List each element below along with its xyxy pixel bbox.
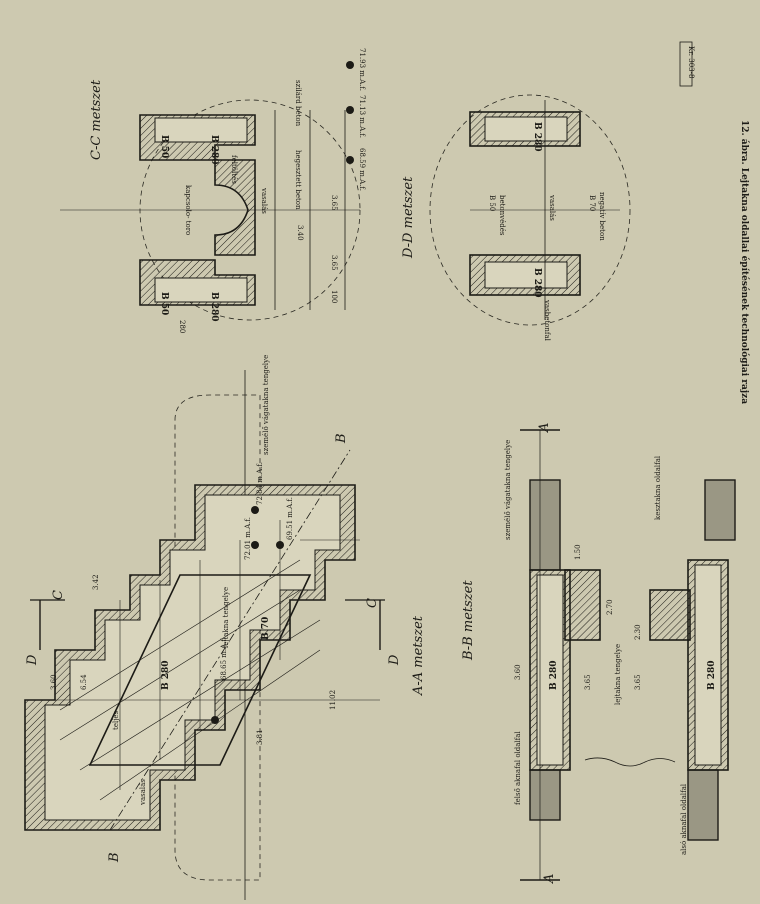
aa-mark-b-left: B [107, 852, 122, 863]
aa-b70: B 70 [261, 617, 271, 640]
aa-cut-b-line [109, 449, 351, 831]
aa-elevation-marker-2 [251, 541, 259, 549]
aa-section-title: A-A metszet [411, 615, 426, 696]
cc-section-title: C-C metszet [89, 79, 104, 160]
bb-rock-bottom [704, 479, 736, 541]
dd-vasbetonfal: vasbetonfal [543, 299, 551, 342]
aa-lejtakna-outline [88, 574, 312, 766]
aa-rebar-grid [59, 520, 321, 801]
cc-upper-block [154, 117, 248, 143]
aa-dim-381: 3.81 [256, 729, 264, 745]
cc-elevation-1: 71.93 m.A.f. [358, 48, 366, 91]
aa-elevation-marker-4 [211, 716, 219, 724]
section-aa: A-A metszet C C D D B B B 280 B 70 vasal… [24, 355, 426, 900]
cc-b280-upper: B 280 [209, 135, 219, 165]
aa-mark-c-right: C [365, 598, 380, 608]
bb-dim-365-a: 3.65 [584, 674, 592, 690]
bb-dim-365-b: 3.65 [634, 674, 642, 690]
dd-b50: B 50 [488, 195, 496, 211]
cc-dim-365-a: 3.65 [330, 195, 338, 211]
aa-dim-1102: 11.02 [329, 690, 337, 710]
cc-label-vasalas: vasalás [260, 187, 268, 214]
aa-elevation-2: 72.01 m.A.f. [244, 517, 252, 560]
aa-elevation-1: 72.84 m.A.f. [256, 462, 264, 505]
stamp-box [679, 41, 693, 87]
cc-elevation-marker-3 [346, 156, 354, 164]
bb-cross-lower [649, 589, 691, 641]
aa-label-szemelo: személő vágatakna tengelye [261, 355, 270, 455]
cc-b50-upper: B 50 [159, 135, 169, 158]
aa-elevation-3: 69.51 m.A.f. [286, 497, 294, 540]
bb-label-also: alsó aknafal oldalfal [680, 783, 688, 855]
aa-label-lejtakna: lejtakna tengelye [222, 587, 230, 648]
bb-mark-a-top: A [537, 423, 552, 433]
section-cc: B 280 B 280 B 50 B 50 C-C metszet szilár… [60, 48, 366, 333]
cc-dim-365-b: 3.65 [330, 255, 338, 271]
aa-dim-654: 6.54 [80, 674, 88, 690]
dd-lower-block [484, 261, 568, 289]
bb-cross-upper [564, 569, 601, 641]
bb-label-felso: felső aknafal oldalfal [513, 731, 522, 805]
bb-label-szemelo: személő vágatakna tengelye [503, 440, 512, 540]
bb-rock-top [529, 479, 561, 571]
cc-dim-100: 100 [330, 290, 338, 303]
cc-elevation-2: 71.13 m.A.f. [358, 95, 366, 138]
aa-mark-b-right: B [334, 433, 349, 444]
aa-b280: B 280 [161, 660, 171, 690]
cc-b50-lower: B 50 [159, 292, 169, 315]
aa-mark-d-right: D [387, 654, 402, 666]
aa-mark-d-left: D [25, 654, 40, 666]
aa-dim-342: 3.42 [92, 574, 100, 590]
bb-ground-line [584, 757, 676, 767]
dd-b280-upper: B 280 [532, 122, 542, 152]
bb-rock-top-end [529, 769, 561, 821]
bb-dim-270: 2.70 [606, 599, 614, 615]
bb-wall-upper-core [536, 574, 564, 766]
cc-elevation-marker-2 [346, 61, 354, 69]
dd-upper-block [484, 116, 568, 142]
cc-label-feltoltes: feltöltés [230, 155, 238, 184]
bb-b280-lower: B 280 [707, 660, 717, 690]
dd-negativ-beton: negatív beton [598, 192, 606, 241]
cc-label-szilard-beton: szilárd beton [294, 80, 302, 127]
aa-elevation-marker-1 [251, 506, 259, 514]
aa-dim-360: 3.60 [50, 674, 58, 690]
aa-elevation-marker-3 [276, 541, 284, 549]
cc-arch [214, 159, 256, 256]
aa-mark-c-left: C [51, 590, 66, 600]
dd-section-title: D-D metszet [401, 176, 416, 259]
aa-label-teljes: teljes [112, 710, 120, 730]
figure-caption: 12. ábra. Lejtakna oldallai építésének t… [739, 120, 750, 404]
cc-elevation-3: 68.59 m.A.f. [358, 148, 366, 191]
dd-vasalas: vasalás [548, 194, 556, 221]
aa-elevation-4: 68.65 m.A.f. [220, 637, 228, 680]
bb-section-title: B-B metszet [461, 580, 476, 661]
bb-label-kesztakna: kesztakna oldalfal [654, 455, 662, 520]
section-bb: A A B-B metszet B 280 B 280 személő vága… [461, 423, 736, 884]
dd-b280-lower: B 280 [532, 268, 542, 298]
bb-wall-lower-core [694, 564, 722, 766]
bb-label-lejtakna: lejtakna tengelye [614, 644, 622, 705]
dd-betonvedes: betonvédés [498, 195, 506, 236]
figure-stamp: Kr. 303-8 [687, 46, 695, 78]
section-dd: B 280 B 280 B 50 B 70 betonvédés negatív… [401, 94, 631, 342]
bb-dim-230: 2.30 [634, 624, 642, 640]
bb-dim-360: 3.60 [514, 664, 522, 680]
bb-dim-150: 1.50 [574, 544, 582, 560]
cc-elevation-marker-1 [346, 106, 354, 114]
cc-lower-block [154, 277, 248, 303]
cc-label-hegesztett-beton: hegesztett beton [294, 150, 302, 210]
cc-b280-lower: B 280 [209, 292, 219, 322]
cc-label-kapcsolo-toro: kapcsolo- toro [184, 185, 192, 235]
dd-b70: B 70 [588, 195, 596, 211]
bb-b280-upper: B 280 [549, 660, 559, 690]
dd-dashed-outline [429, 94, 631, 326]
cc-dim-280: 280 [178, 320, 186, 333]
aa-label-vasalas: vasalás [139, 779, 147, 806]
bb-mark-a-bottom: A [542, 874, 557, 884]
bb-rock-bottom-end [687, 769, 719, 841]
cc-dim-340: 3.40 [296, 225, 304, 241]
